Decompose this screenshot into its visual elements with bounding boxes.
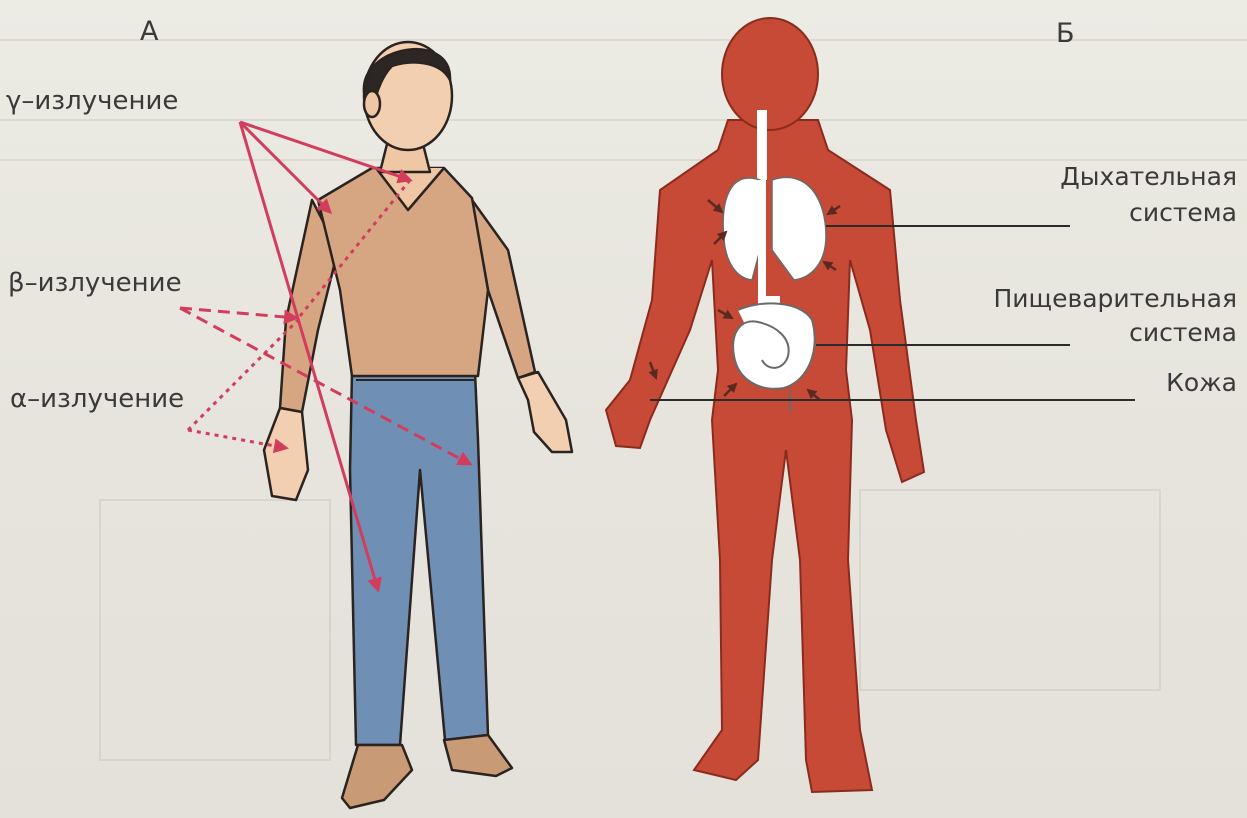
panel-a-letter: А [140, 16, 158, 47]
left-shoe [342, 745, 412, 808]
jeans [350, 372, 488, 745]
digestive-label-line1: Пищеварительная [993, 284, 1237, 313]
beta-radiation-label: β–излучение [8, 268, 182, 298]
alpha-radiation-label: α–излучение [10, 384, 184, 414]
body-silhouette [606, 18, 924, 792]
skin-label: Кожа [1166, 368, 1237, 397]
gamma-radiation-label: γ–излучение [6, 86, 178, 116]
digestive-label-line2: система [1129, 318, 1237, 347]
respiratory-label-line2: система [1129, 198, 1237, 227]
silhouette-head [722, 18, 818, 130]
man-figure [264, 42, 572, 808]
right-hand [518, 372, 572, 452]
right-shoe [444, 735, 512, 776]
left-hand [264, 408, 308, 500]
respiratory-label-line1: Дыхательная [1060, 162, 1237, 191]
panel-b-letter: Б [1056, 18, 1075, 49]
